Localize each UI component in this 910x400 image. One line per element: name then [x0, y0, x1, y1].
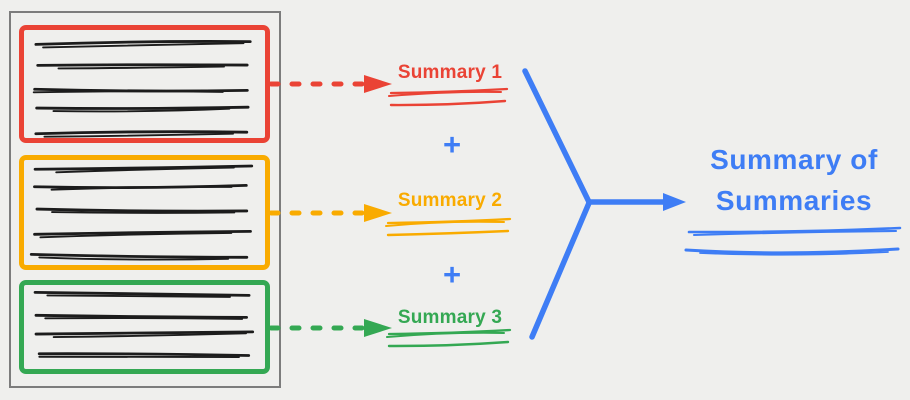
- dashed-arrow-head: [364, 75, 392, 93]
- summary-2-label: Summary 2: [397, 190, 503, 211]
- document-text-line: [38, 256, 230, 261]
- document-text-line: [52, 107, 231, 113]
- document-text-line: [36, 63, 249, 67]
- result-underline: [684, 247, 900, 255]
- summary-underline: [386, 229, 510, 237]
- dashed-arrow-head: [364, 204, 392, 222]
- document-chunk-2: [19, 155, 270, 270]
- document-text-line: [35, 207, 249, 213]
- document-text-line: [51, 211, 236, 214]
- document-text-line: [35, 105, 250, 110]
- source-document-container: [9, 11, 281, 388]
- summary-underline: [387, 340, 510, 348]
- document-text-line: [32, 90, 224, 94]
- merge-line: [522, 68, 592, 205]
- merge-line: [529, 200, 592, 340]
- document-text-line: [39, 231, 233, 239]
- document-text-line: [33, 229, 252, 236]
- result-underline: [699, 251, 889, 256]
- summary-3-label: Summary 3: [397, 307, 503, 328]
- document-text-line: [34, 313, 248, 319]
- document-text-line: [29, 253, 249, 259]
- result-underline: [687, 226, 902, 234]
- document-text-line: [37, 352, 251, 357]
- document-text-line: [44, 317, 244, 320]
- plus-operator-2: +: [442, 257, 462, 292]
- plus-operator-1: +: [442, 127, 462, 162]
- document-text-line: [42, 42, 245, 49]
- summary-underline: [385, 220, 505, 227]
- document-text-line: [46, 294, 231, 298]
- document-chunk-1: [19, 25, 270, 143]
- document-text-line: [33, 164, 254, 171]
- final-summary-label: Summary of Summaries: [710, 144, 878, 216]
- document-text-line: [55, 166, 235, 174]
- summary-underline: [388, 90, 502, 97]
- document-text-line: [33, 291, 251, 297]
- dashed-arrow-head: [364, 319, 392, 337]
- document-text-line: [34, 330, 255, 336]
- summary-underline: [389, 99, 507, 107]
- document-text-line: [57, 65, 225, 70]
- document-text-line: [43, 132, 234, 138]
- document-text-line: [34, 40, 252, 46]
- document-text-line: [52, 332, 247, 339]
- summary-underline: [386, 331, 505, 338]
- result-arrow-head: [663, 193, 686, 211]
- result-underline: [692, 229, 898, 237]
- document-chunk-3: [19, 280, 270, 374]
- summary-1-label: Summary 1: [397, 62, 503, 83]
- document-text-line: [34, 130, 249, 136]
- document-text-line: [50, 185, 233, 191]
